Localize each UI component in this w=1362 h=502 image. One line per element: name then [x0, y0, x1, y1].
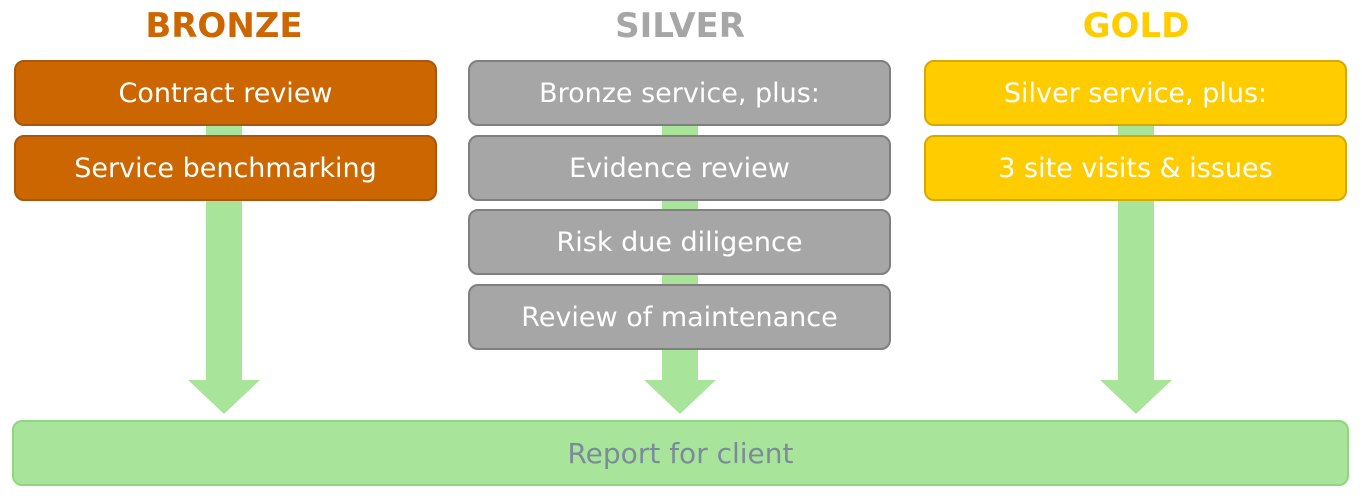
silver-item-risk-due-diligence: Risk due diligence — [468, 209, 891, 275]
bronze-item-service-benchmarking: Service benchmarking — [14, 135, 437, 201]
bronze-tier-title: BRONZE — [145, 6, 303, 46]
gold-tier-title: GOLD — [1082, 6, 1190, 46]
silver-tier-title: SILVER — [615, 6, 745, 46]
silver-item-review-of-maintenance: Review of maintenance — [468, 284, 891, 350]
gold-item-silver-service-plus: Silver service, plus: — [924, 60, 1347, 126]
silver-item-bronze-service-plus: Bronze service, plus: — [468, 60, 891, 126]
silver-item-evidence-review: Evidence review — [468, 135, 891, 201]
gold-item-3-site-visits: 3 site visits & issues — [924, 135, 1347, 201]
report-for-client-box: Report for client — [12, 420, 1349, 486]
bronze-item-contract-review: Contract review — [14, 60, 437, 126]
